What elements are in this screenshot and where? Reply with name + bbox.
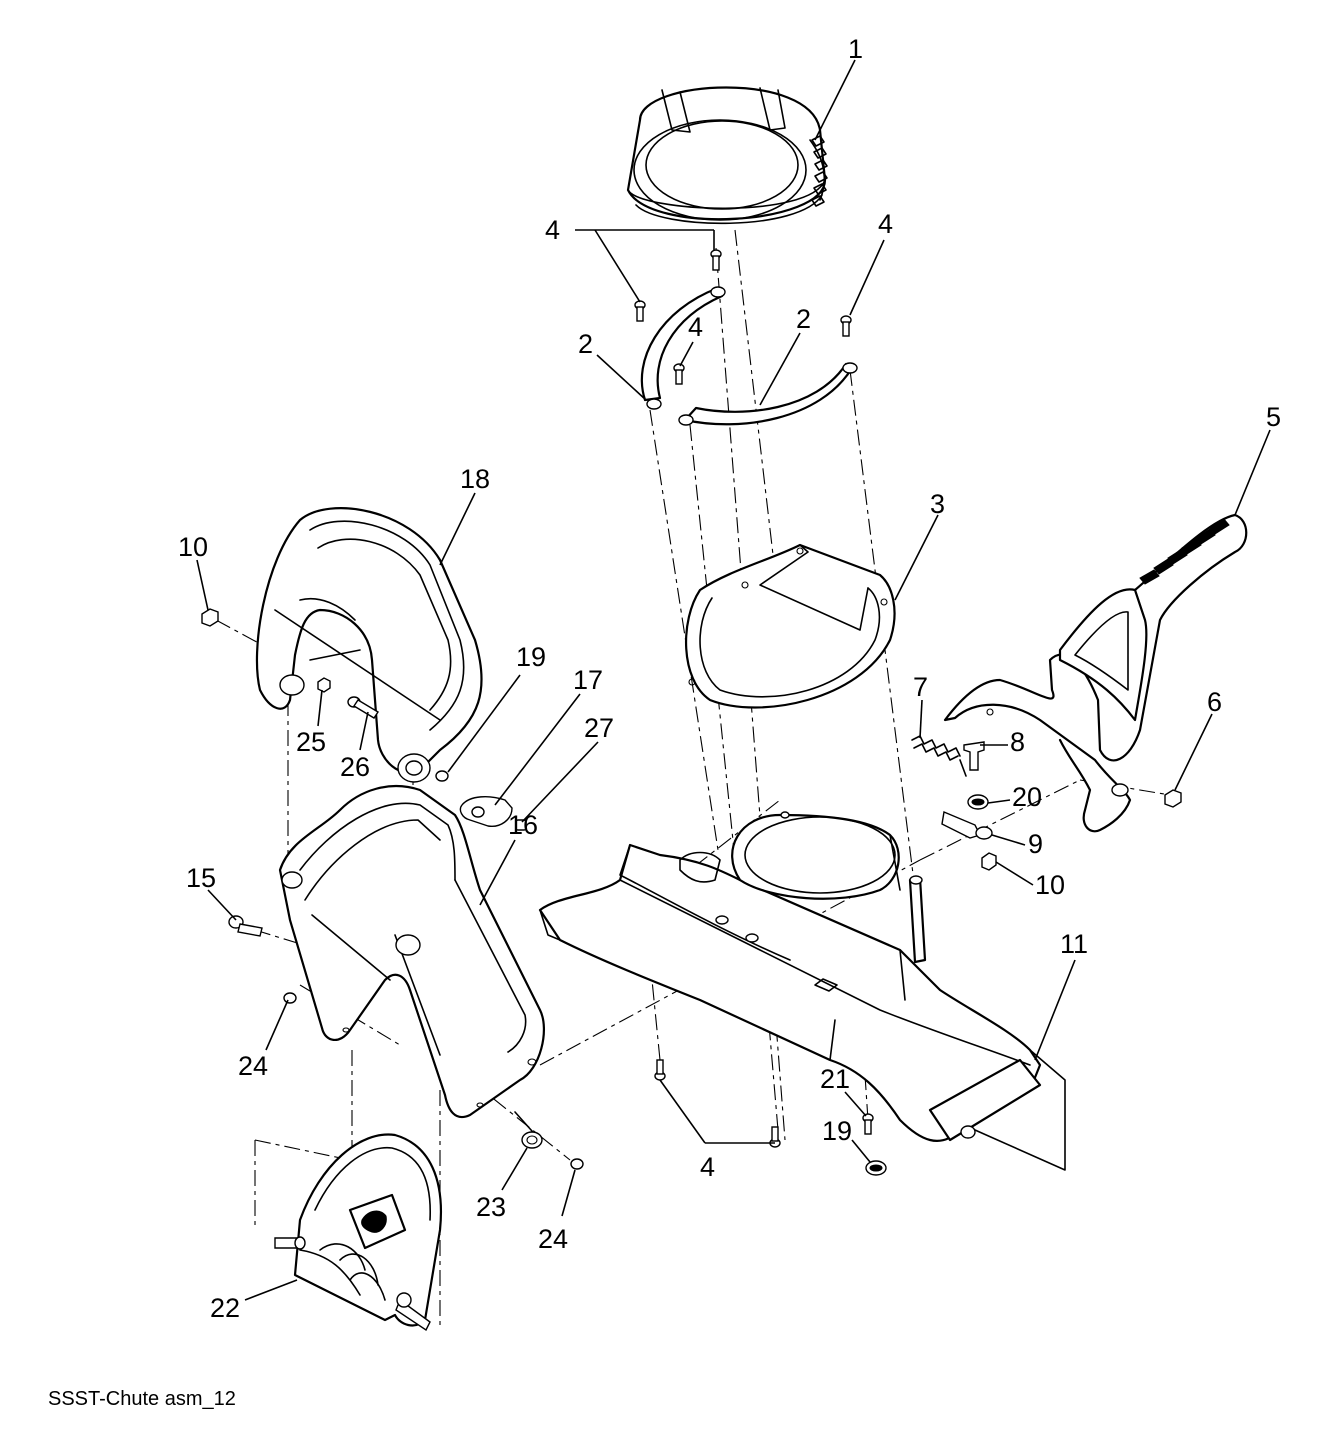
- carriage-bolt: [347, 696, 379, 719]
- ring-teeth: [811, 135, 828, 207]
- callout-24: 24: [238, 1051, 268, 1081]
- callout-17: 17: [573, 665, 603, 695]
- callout-7: 7: [913, 672, 928, 702]
- callout-10: 10: [178, 532, 208, 562]
- callout-5: 5: [1266, 402, 1281, 432]
- washer-19: [865, 1160, 887, 1176]
- bushing: [515, 819, 527, 831]
- hex-nut-right: [1164, 789, 1182, 808]
- washer-right: [570, 1158, 584, 1170]
- pivot-pin: [963, 741, 985, 771]
- screw: [673, 363, 685, 385]
- spring: [911, 735, 967, 777]
- shoulder-screw: [317, 677, 331, 693]
- figure-reference: SSST-Chute asm_12: [48, 1388, 236, 1410]
- callout-4: 4: [878, 209, 893, 239]
- callout-1: 1: [848, 34, 863, 64]
- hex-nut-left: [201, 608, 219, 627]
- callout-6: 6: [1207, 687, 1222, 717]
- callout-19: 19: [516, 642, 546, 672]
- callout-15: 15: [186, 863, 216, 893]
- washer-left: [283, 992, 297, 1004]
- callout-4: 4: [688, 312, 703, 342]
- callout-25: 25: [296, 727, 326, 757]
- upper-deflector: [255, 507, 483, 783]
- callout-4: 4: [545, 215, 560, 245]
- nut-small: [981, 852, 997, 871]
- lower-chute: [278, 785, 545, 1119]
- callout-16: 16: [508, 810, 538, 840]
- leader-lines: [196, 59, 1271, 1301]
- screw: [840, 315, 852, 337]
- screw: [634, 300, 646, 322]
- callout-3: 3: [930, 489, 945, 519]
- callout-20: 20: [1012, 782, 1042, 812]
- deflector-knob: [459, 796, 513, 827]
- deflector-tip: [274, 1133, 442, 1332]
- chute-top-ring: [626, 86, 828, 225]
- chute-base: [538, 811, 1066, 1171]
- grip-ribs: [1139, 518, 1230, 585]
- callout-9: 9: [1028, 829, 1043, 859]
- screw: [710, 249, 722, 271]
- retainer-bracket-right: [678, 362, 858, 426]
- screws-bottom: [654, 1059, 781, 1148]
- callout-10: 10: [1035, 870, 1065, 900]
- callout-21: 21: [820, 1064, 850, 1094]
- screws-top: [634, 249, 852, 385]
- retainer-bracket-left: [640, 286, 726, 410]
- callouts: 1 4 4 2 2 4 3 5 6 7 8 20 9 10 11 10 18 2…: [178, 34, 1281, 1323]
- callout-4: 4: [700, 1152, 715, 1182]
- lock-lever: [941, 811, 993, 840]
- chute-handle: [943, 513, 1248, 833]
- flat-washer: [435, 770, 449, 782]
- torsion-spring: [514, 1111, 543, 1149]
- callout-23: 23: [476, 1192, 506, 1222]
- screw-21: [862, 1113, 874, 1135]
- screw: [654, 1059, 666, 1081]
- callout-26: 26: [340, 752, 370, 782]
- callout-22: 22: [210, 1293, 240, 1323]
- callout-19: 19: [822, 1116, 852, 1146]
- callout-18: 18: [460, 464, 490, 494]
- wave-washer: [967, 794, 989, 810]
- callout-8: 8: [1010, 727, 1025, 757]
- callout-2: 2: [796, 304, 811, 334]
- callout-24: 24: [538, 1224, 568, 1254]
- screw: [769, 1126, 781, 1148]
- callout-27: 27: [584, 713, 614, 743]
- hex-bolt: [228, 915, 263, 937]
- callout-11: 11: [1060, 929, 1088, 959]
- callout-2: 2: [578, 329, 593, 359]
- chute-mounting-ring: [685, 543, 896, 709]
